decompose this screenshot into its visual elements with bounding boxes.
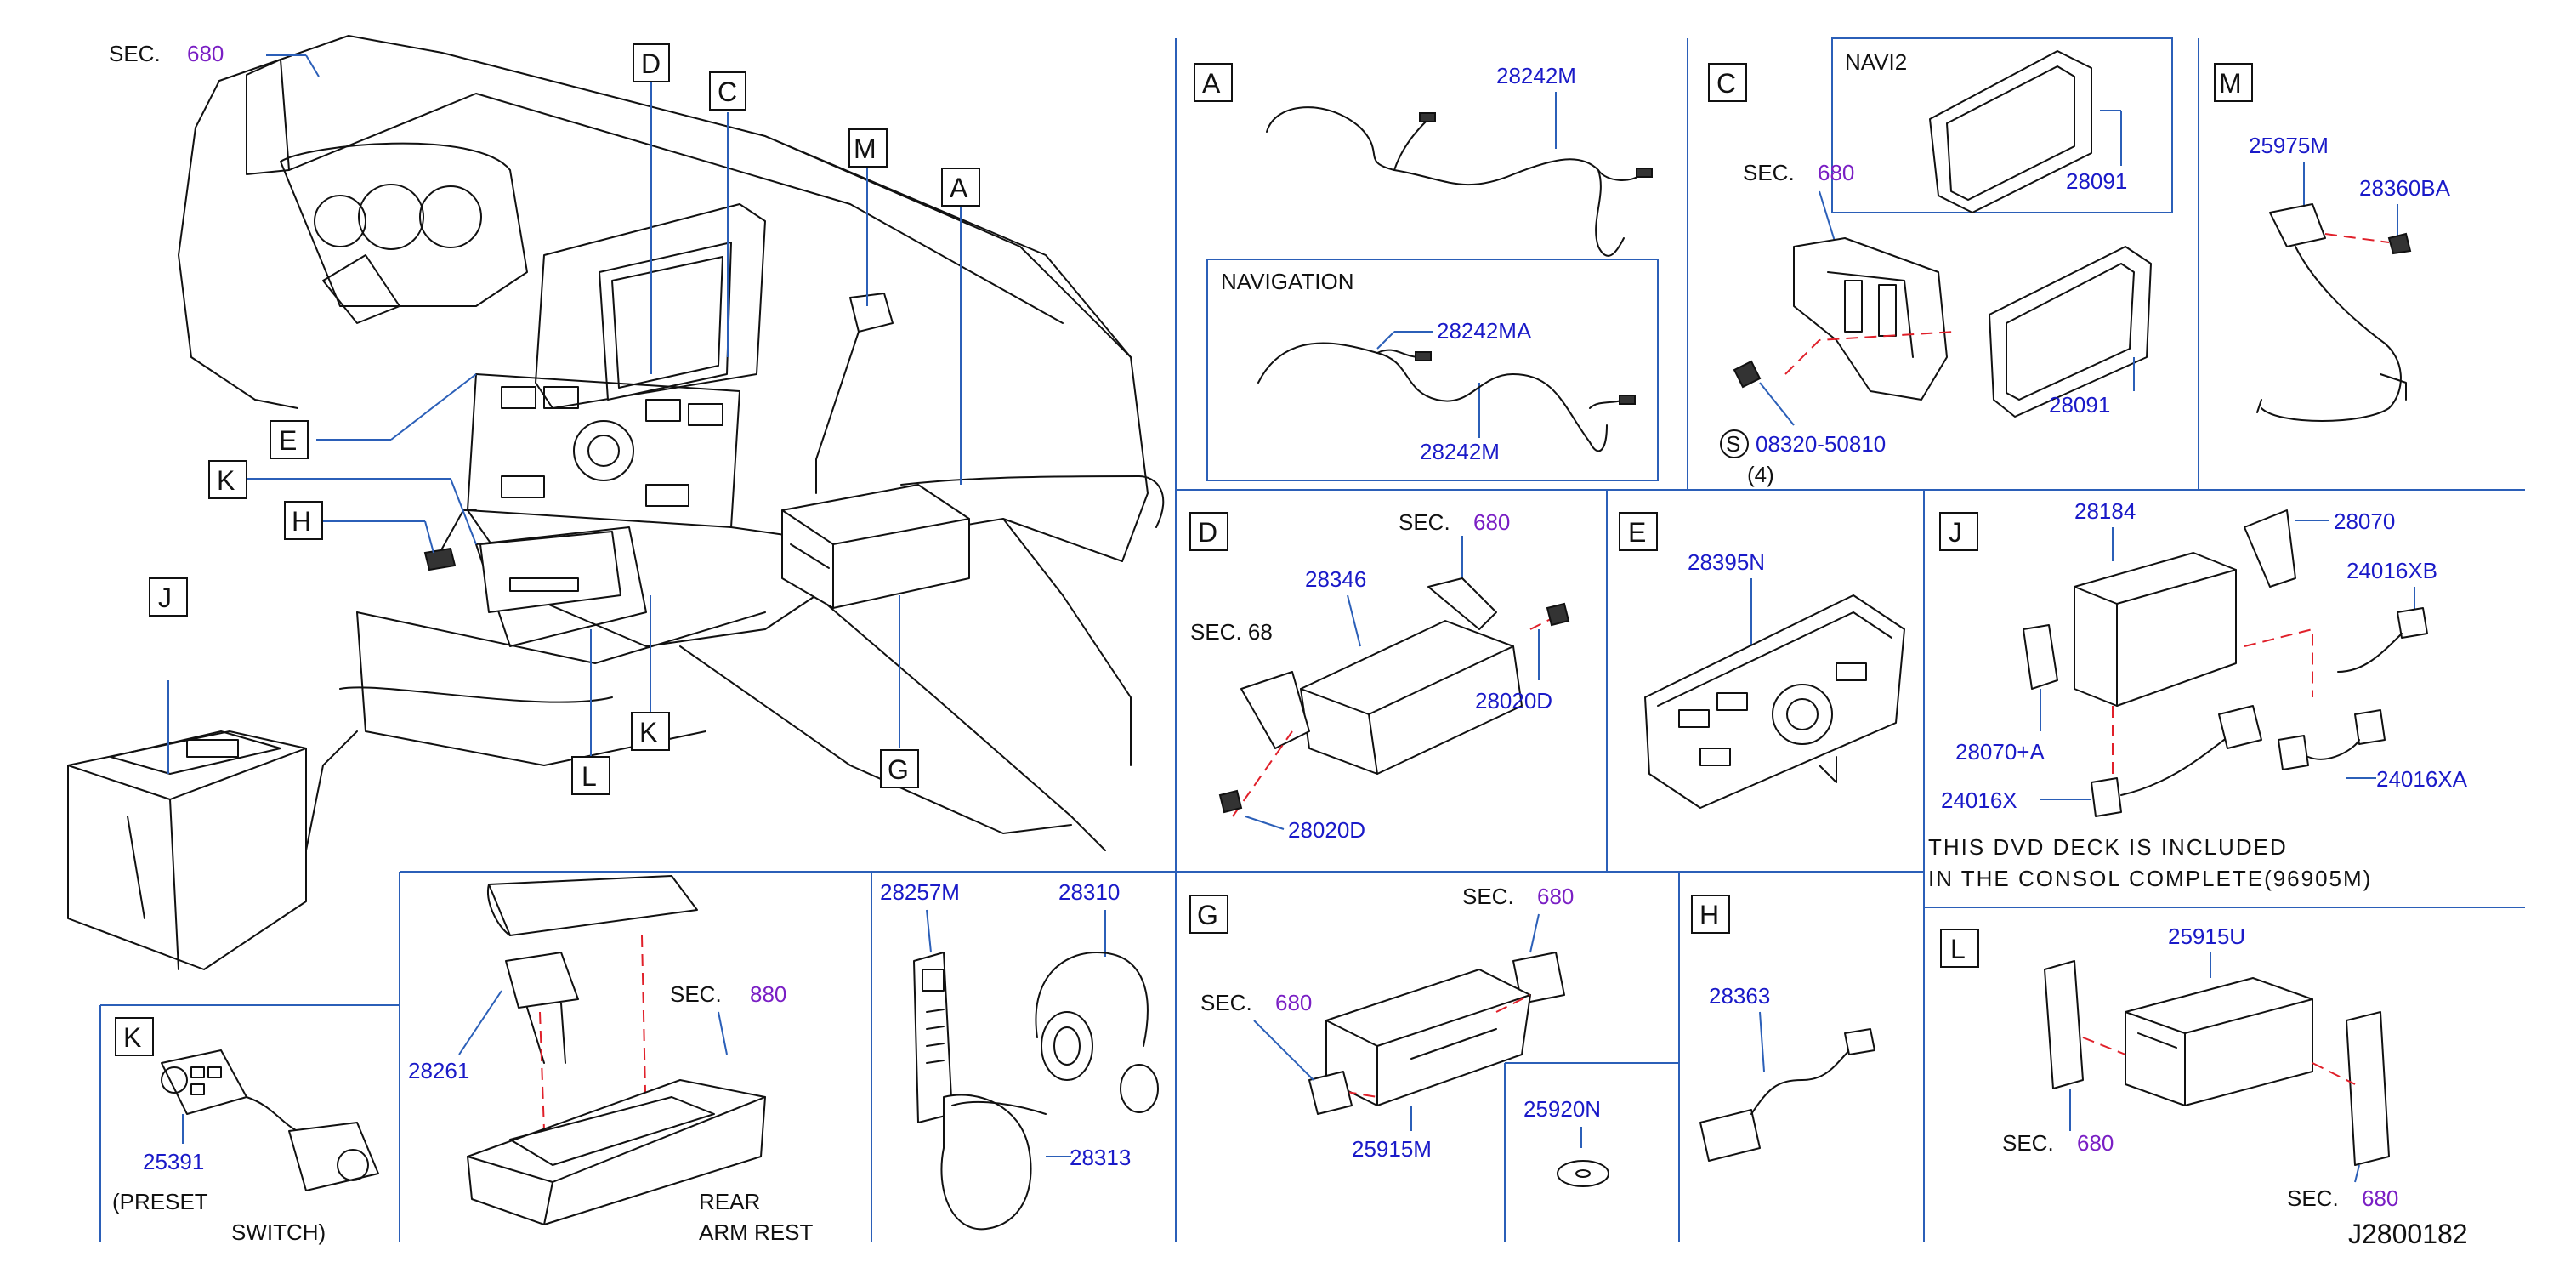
callout-l: L xyxy=(582,761,597,792)
panel-a: A 28242M NAVIGATION 28242MA 28242M xyxy=(1194,63,1659,481)
panel-l-sec-number-left: 680 xyxy=(2077,1130,2114,1156)
panel-d: D SEC. 680 28346 SEC. 68 28020D 28020D xyxy=(1189,509,1570,843)
panel-j-note-line1: THIS DVD DECK IS INCLUDED xyxy=(1928,834,2288,860)
panel-c-part-upper: 28091 xyxy=(2066,168,2127,194)
panel-c-part-lower: 28091 xyxy=(2049,392,2110,418)
panel-d-part3: 28020D xyxy=(1288,817,1365,843)
panel-armrest: 28261 SEC. 880 REAR ARM REST xyxy=(408,875,813,1245)
panel-armrest-part1: 28261 xyxy=(408,1058,469,1083)
panel-g-sec-number-left: 680 xyxy=(1275,990,1312,1015)
panel-l-sec-label-left: SEC. xyxy=(2002,1130,2054,1156)
panel-a-part-nav1: 28242MA xyxy=(1437,318,1532,344)
panel-remote-part2: 28310 xyxy=(1058,879,1120,905)
panel-c-navi-title: NAVI2 xyxy=(1845,49,1907,75)
instrument-panel-drawing xyxy=(67,35,1165,970)
panel-j-part2: 28070 xyxy=(2334,509,2395,534)
panel-k-part1: 25391 xyxy=(143,1149,204,1174)
main-sec-label: SEC. xyxy=(109,41,161,66)
callout-g: G xyxy=(888,754,909,785)
main-leaders xyxy=(167,54,962,774)
panel-d-letter: D xyxy=(1198,517,1217,548)
panel-g-sec-number-right: 680 xyxy=(1537,884,1574,909)
panel-l: L 25915U SEC. 680 SEC. 680 xyxy=(1940,924,2398,1211)
panel-g-letter: G xyxy=(1197,900,1218,930)
panel-c-screw-part: 08320-50810 xyxy=(1756,431,1886,457)
panel-k-caption1: (PRESET xyxy=(112,1189,208,1214)
panel-j-note-line2: IN THE CONSOL COMPLETE(96905M) xyxy=(1928,866,2372,891)
panel-j-part3: 24016XB xyxy=(2346,558,2437,583)
panel-c-screw-qty: (4) xyxy=(1747,462,1774,487)
main-sec-number: 680 xyxy=(187,41,224,66)
panel-m-letter: M xyxy=(2219,68,2242,99)
callout-k: K xyxy=(217,465,235,496)
panel-m-part2: 28360BA xyxy=(2359,175,2451,201)
panel-armrest-sec-label: SEC. xyxy=(670,981,722,1007)
panel-j-part5: 24016X xyxy=(1941,787,2017,813)
panel-g-sec-label-left: SEC. xyxy=(1200,990,1252,1015)
panel-k-caption2: SWITCH) xyxy=(231,1219,326,1245)
panel-l-sec-number-right: 680 xyxy=(2362,1185,2398,1211)
panel-remote-part1: 28257M xyxy=(880,879,960,905)
panel-c-sec-number: 680 xyxy=(1818,160,1854,185)
panel-dividers xyxy=(99,38,2525,1242)
panel-d-part1: 28346 xyxy=(1305,566,1366,592)
panel-j: J 28184 28070 24016XB 28070+A 24016X 240… xyxy=(1928,498,2468,891)
panel-d-partial-sec: SEC. 68 xyxy=(1190,619,1273,645)
panel-e-part1: 28395N xyxy=(1688,549,1765,575)
panel-g-part2: 25920N xyxy=(1523,1096,1601,1122)
panel-l-sec-label-right: SEC. xyxy=(2287,1185,2339,1211)
callout-d: D xyxy=(641,48,661,79)
callout-c: C xyxy=(718,77,737,107)
panel-h-letter: H xyxy=(1699,900,1719,930)
panel-k: K 25391 (PRESET SWITCH) xyxy=(112,1017,379,1245)
panel-d-sec-number: 680 xyxy=(1473,509,1510,535)
panel-e-letter: E xyxy=(1628,517,1646,548)
panel-j-part6: 24016XA xyxy=(2376,766,2468,792)
main-callouts: SEC. 680 D C M A E K H J L K G xyxy=(109,41,980,795)
callout-k2: K xyxy=(639,717,657,748)
callout-m: M xyxy=(854,134,877,164)
panel-h-part1: 28363 xyxy=(1709,983,1770,1009)
panel-c-letter: C xyxy=(1716,68,1736,99)
panel-c-sec-label: SEC. xyxy=(1743,160,1795,185)
panel-m: M 25975M 28360BA xyxy=(2214,63,2451,422)
panel-g-sec-label-right: SEC. xyxy=(1462,884,1514,909)
panel-remote-part3: 28313 xyxy=(1070,1145,1131,1170)
panel-remote: 28257M 28310 28313 xyxy=(880,879,1159,1231)
panel-d-sec-label: SEC. xyxy=(1399,509,1450,535)
callout-e: E xyxy=(279,425,297,456)
panel-armrest-caption2: ARM REST xyxy=(699,1219,813,1245)
panel-j-part1: 28184 xyxy=(2074,498,2136,524)
panel-j-part4: 28070+A xyxy=(1955,739,2045,765)
panel-l-part1: 25915U xyxy=(2168,924,2245,949)
panel-g: G SEC. 680 SEC. 680 25915M 25920N xyxy=(1189,884,1609,1187)
panel-e: E 28395N xyxy=(1619,512,1905,809)
panel-g-part1: 25915M xyxy=(1352,1136,1432,1162)
diagram-id: J2800182 xyxy=(2348,1219,2468,1249)
panel-armrest-sec-number: 880 xyxy=(750,981,786,1007)
callout-a: A xyxy=(950,173,968,203)
panel-armrest-caption1: REAR xyxy=(699,1189,760,1214)
panel-a-letter: A xyxy=(1202,68,1221,99)
panel-m-part1: 25975M xyxy=(2249,133,2329,158)
panel-a-part-nav2: 28242M xyxy=(1420,439,1500,464)
callout-h: H xyxy=(292,506,311,537)
panel-a-part-top: 28242M xyxy=(1496,63,1576,88)
panel-a-nav-title: NAVIGATION xyxy=(1221,269,1354,294)
panel-h: H 28363 xyxy=(1691,895,1875,1162)
panel-d-part2: 28020D xyxy=(1475,688,1552,713)
callout-j: J xyxy=(158,583,172,613)
panel-j-letter: J xyxy=(1949,517,1962,548)
panel-c: C NAVI2 28091 SEC. 680 28091 S 08320-508… xyxy=(1708,37,2173,487)
panel-c-s-symbol: S xyxy=(1726,431,1740,457)
panel-l-letter: L xyxy=(1950,934,1966,964)
panel-k-letter: K xyxy=(123,1022,141,1053)
